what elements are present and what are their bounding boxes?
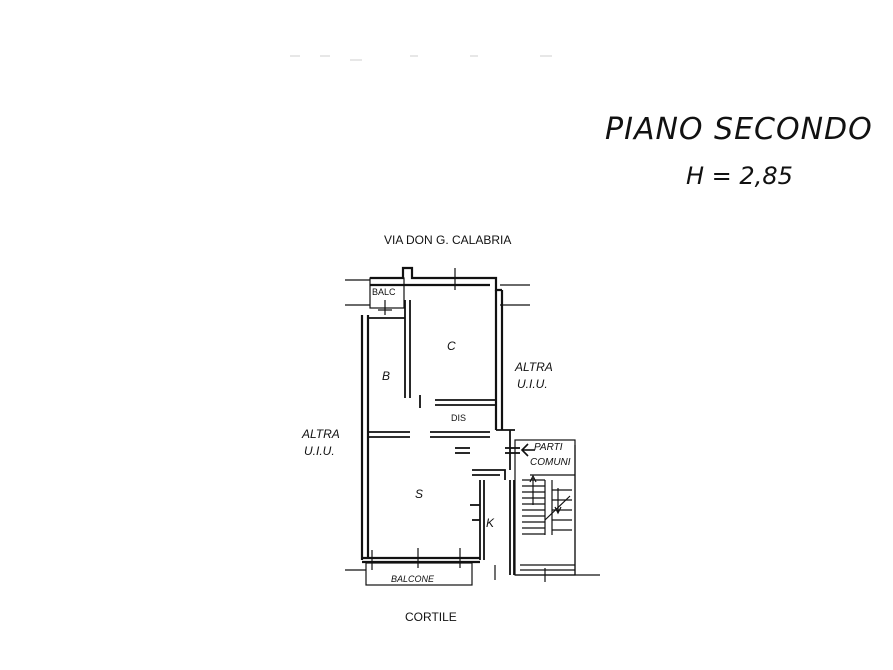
room-label-balc: BALC (372, 287, 396, 297)
stairwell (514, 439, 600, 576)
balcony-bottom (345, 562, 473, 586)
ceiling-height-label: H = 2,85 (686, 162, 793, 190)
window-marks (371, 268, 546, 582)
outer-walls (360, 266, 504, 564)
room-label-balcone: BALCONE (391, 574, 435, 584)
neighbor-right-line2: U.I.U. (517, 377, 548, 391)
entrance-arrow (520, 443, 535, 457)
floor-title: PIANO SECONDO (605, 112, 873, 147)
common-parts-line2: COMUNI (530, 457, 571, 468)
balcony-top (369, 277, 405, 315)
room-label-dis: DIS (451, 413, 466, 423)
room-label-b: B (382, 369, 390, 383)
neighbor-left-line2: U.I.U. (304, 444, 335, 458)
neighbor-right-line1: ALTRA (514, 360, 553, 374)
neighbor-left-line1: ALTRA (301, 427, 340, 441)
room-label-k: K (486, 516, 495, 530)
scan-artifacts (290, 55, 552, 61)
common-parts-line1: PARTI (534, 442, 563, 453)
room-label-s: S (415, 487, 423, 501)
inner-walls (368, 300, 520, 575)
room-label-c: C (447, 339, 456, 353)
neighbor-wall-lines-top (345, 279, 530, 306)
street-label: VIA DON G. CALABRIA (384, 233, 511, 247)
courtyard-label: CORTILE (405, 610, 457, 624)
